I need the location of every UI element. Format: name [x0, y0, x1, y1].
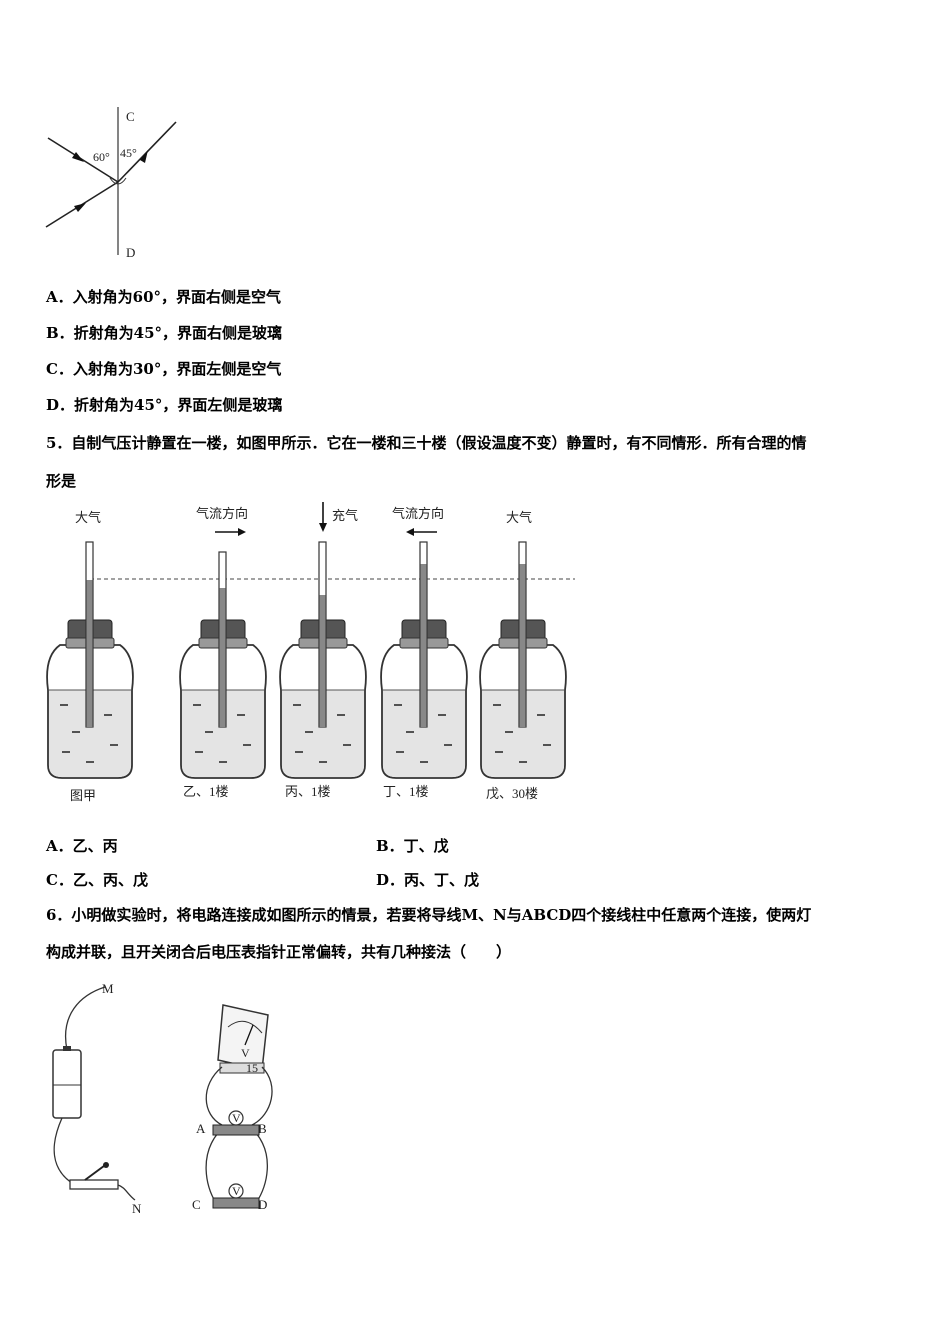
label-b: B — [258, 1121, 267, 1136]
bottle-label-3: 丙、1楼 — [285, 784, 331, 799]
top-label-3: 充气 — [332, 508, 358, 523]
label-d-terminal: D — [258, 1197, 267, 1212]
q5-option-a: A．乙、丙 — [46, 837, 118, 855]
q5-option-c: C．乙、丙、戊 — [46, 871, 148, 889]
top-label-4: 气流方向 — [392, 506, 444, 521]
refraction-diagram: C D 60° 45° — [45, 107, 177, 260]
q4-option-b: B．折射角为45°，界面右侧是玻璃 — [46, 324, 283, 342]
label-m: M — [102, 981, 114, 996]
label-a: A — [196, 1121, 206, 1136]
q5-option-d: D．丙、丁、戊 — [376, 871, 480, 889]
q5-option-b: B．丁、戊 — [376, 837, 449, 855]
top-label-2: 气流方向 — [196, 506, 248, 521]
bottle-label-5: 戊、30楼 — [486, 786, 538, 801]
voltmeter-v-label: V — [241, 1046, 250, 1060]
bottle-label-2: 乙、1楼 — [183, 784, 229, 799]
circuit-figure: M N V 15 V A B V C D — [52, 981, 273, 1216]
top-label-5: 大气 — [506, 510, 532, 525]
q5-stem-line1: 5．自制气压计静置在一楼，如图甲所示．它在一楼和三十楼（假设温度不变）静置时，有… — [46, 434, 807, 452]
q4-option-c: C．入射角为30°，界面左侧是空气 — [46, 360, 282, 378]
q6-stem-line1: 6．小明做实验时，将电路连接成如图所示的情景，若要将导线M、N与ABCD四个接线… — [46, 906, 812, 924]
label-d: D — [126, 245, 135, 260]
voltmeter-dial-label: 15 — [246, 1061, 258, 1075]
q5-stem-line2: 形是 — [46, 472, 77, 490]
angle-60-label: 60° — [93, 150, 110, 164]
q6-stem-line2: 构成并联，且开关闭合后电压表指针正常偏转，共有几种接法（ ） — [46, 943, 512, 961]
q4-option-d: D．折射角为45°，界面左侧是玻璃 — [46, 396, 283, 414]
q4-option-a: A．入射角为60°，界面右侧是空气 — [46, 288, 282, 306]
angle-45-label: 45° — [120, 146, 137, 160]
bottle-label-4: 丁、1楼 — [383, 784, 429, 799]
lamp2-v-label: V — [232, 1184, 241, 1198]
top-label-1: 大气 — [75, 510, 101, 525]
label-c: C — [126, 109, 135, 124]
label-n: N — [132, 1201, 142, 1216]
bottle-label-1: 图甲 — [70, 788, 96, 803]
barometer-figure: 大气 气流方向 充气 气流方向 大气 图甲 乙、1楼 丙、1楼 丁、1楼 戊、3… — [46, 502, 575, 803]
lamp1-v-label: V — [232, 1111, 241, 1125]
label-c-terminal: C — [192, 1197, 201, 1212]
